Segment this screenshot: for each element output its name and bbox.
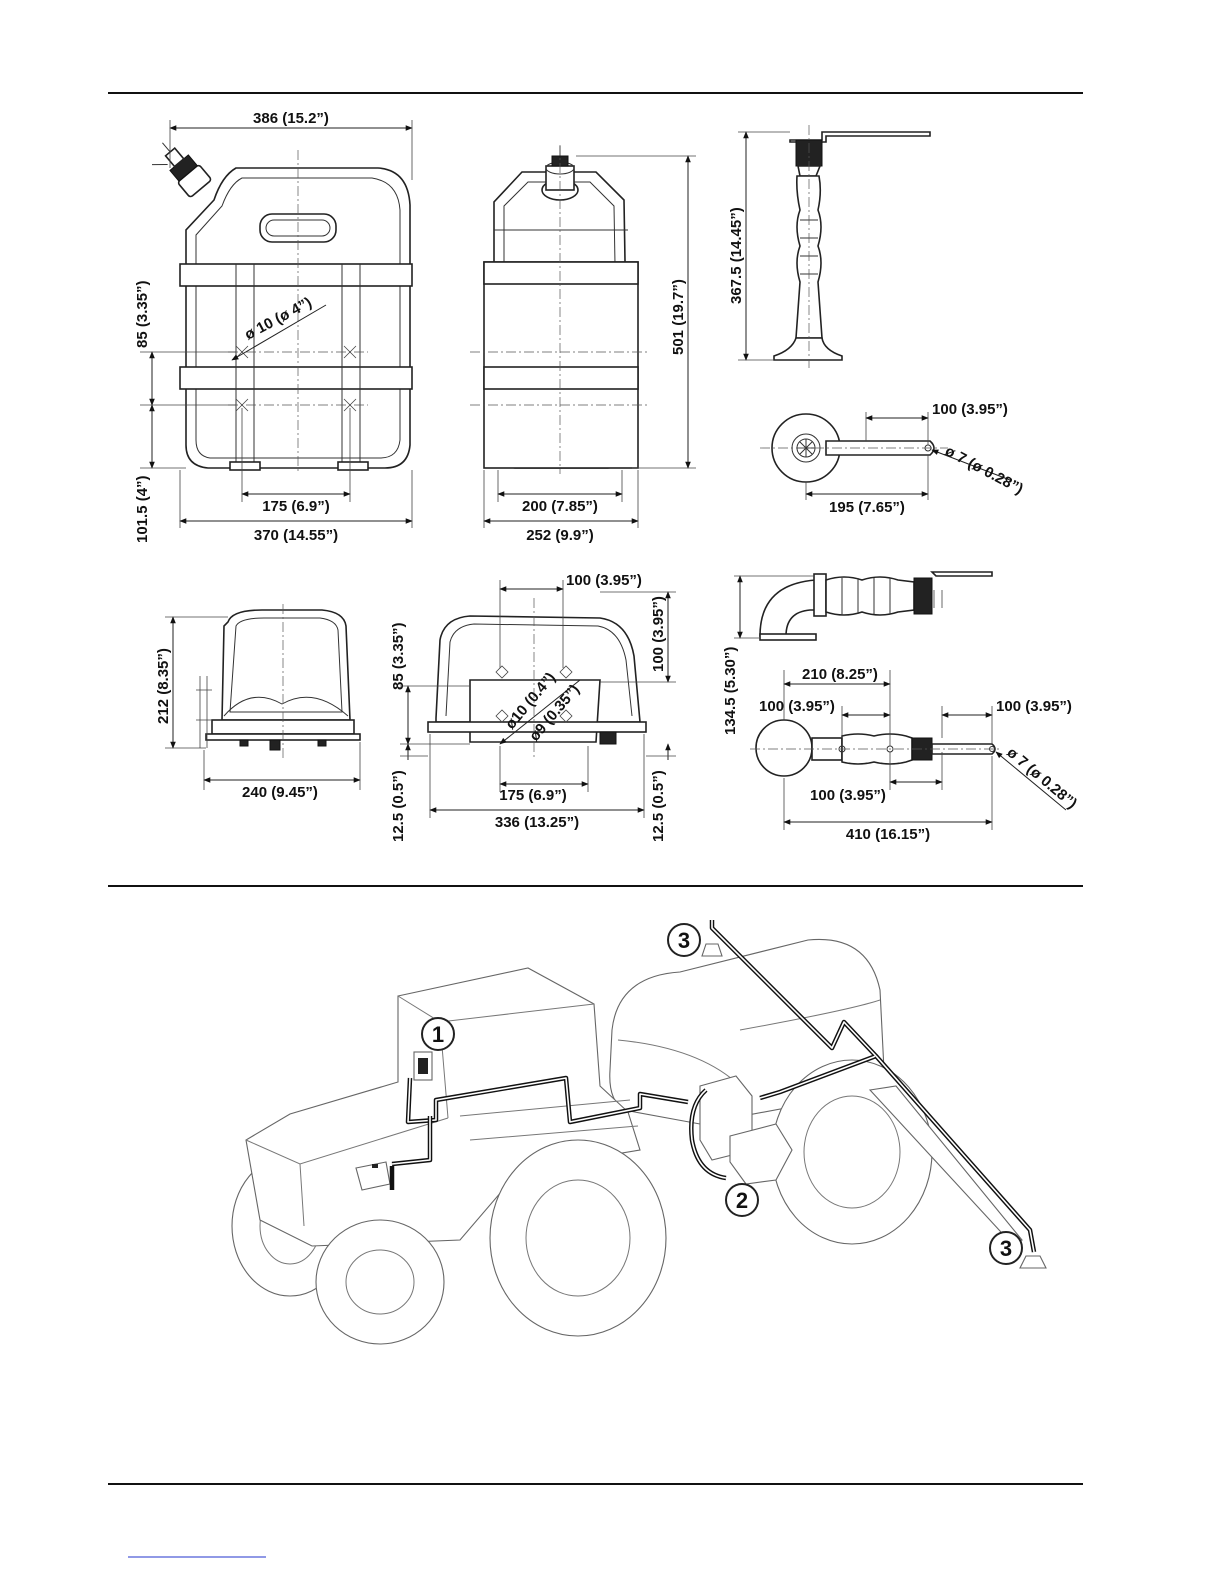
dim-nozzle-short-height: 134.5 (5.30”): [722, 647, 739, 735]
dim-nozzle-short-b: 100 (3.95”): [759, 698, 835, 715]
dim-pump-left-offset: 12.5 (0.5”): [390, 770, 407, 842]
dim-nozzle-short-hole: ø 7 (ø 0.28”): [1003, 744, 1080, 812]
dim-tank-hole-spacing: 175 (6.9”): [262, 498, 330, 515]
dim-pump-overall-width: 336 (13.25”): [495, 814, 579, 831]
dim-nozzle-long-bracket: 100 (3.95”): [932, 401, 1008, 418]
dim-pump-front-height: 212 (8.35”): [155, 648, 172, 724]
dim-pump-right-offset: 12.5 (0.5”): [650, 770, 667, 842]
pump-front-view: 212 (8.35”) 240 (9.45”): [155, 604, 361, 801]
callout-1: 1: [432, 1022, 444, 1047]
tank-side-view: 501 (19.7”) 200 (7.85”) 252 (9.9”): [470, 145, 696, 544]
dim-pump-top-spacing: 100 (3.95”): [566, 572, 642, 589]
tank-front-view: 386 (15.2”) ø 10 (ø 4”) 85 (3.35”) 101.5…: [134, 110, 413, 544]
dim-pump-left-spacing: 85 (3.35”): [390, 622, 407, 690]
callout-3-top: 3: [678, 928, 690, 953]
dim-tank-top-width: 386 (15.2”): [253, 110, 329, 127]
dim-pump-right-height: 100 (3.95”): [650, 596, 667, 672]
dim-pump-hole-spacing: 175 (6.9”): [499, 787, 567, 804]
dim-tank-side-overall-width: 252 (9.9”): [526, 527, 594, 544]
dim-nozzle-short-total: 410 (16.15”): [846, 826, 930, 843]
dim-tank-upper-spacing: 85 (3.35”): [134, 280, 151, 348]
dim-nozzle-short-a: 210 (8.25”): [802, 666, 878, 683]
dim-nozzle-short-d: 100 (3.95”): [810, 787, 886, 804]
dim-tank-lower-height: 101.5 (4”): [134, 475, 151, 543]
installation-scene: 1 2 3 3: [231, 920, 1047, 1345]
dim-nozzle-long-hole: ø 7 (ø 0.28”): [942, 443, 1026, 498]
dim-tank-height: 501 (19.7”): [670, 279, 687, 355]
dim-nozzle-long-height: 367.5 (14.45”): [728, 207, 745, 304]
short-nozzle-view: 134.5 (5.30”) 210 (8.25”) 100 (3.95”) 10…: [722, 571, 1080, 843]
callout-3-bottom: 3: [1000, 1236, 1012, 1261]
pump-side-view: 100 (3.95”) 85 (3.35”) 100 (3.95”) ø10 (…: [390, 572, 676, 842]
dim-tank-side-hole-spacing: 200 (7.85”): [522, 498, 598, 515]
dim-tank-overall-width: 370 (14.55”): [254, 527, 338, 544]
long-nozzle-view: 367.5 (14.45”) 100 (3.95”) ø 7 (ø 0.28”)…: [728, 125, 1026, 516]
callout-2: 2: [736, 1188, 748, 1213]
dim-pump-front-width: 240 (9.45”): [242, 784, 318, 801]
dim-nozzle-short-c: 100 (3.95”): [996, 698, 1072, 715]
dim-nozzle-long-total: 195 (7.65”): [829, 499, 905, 516]
